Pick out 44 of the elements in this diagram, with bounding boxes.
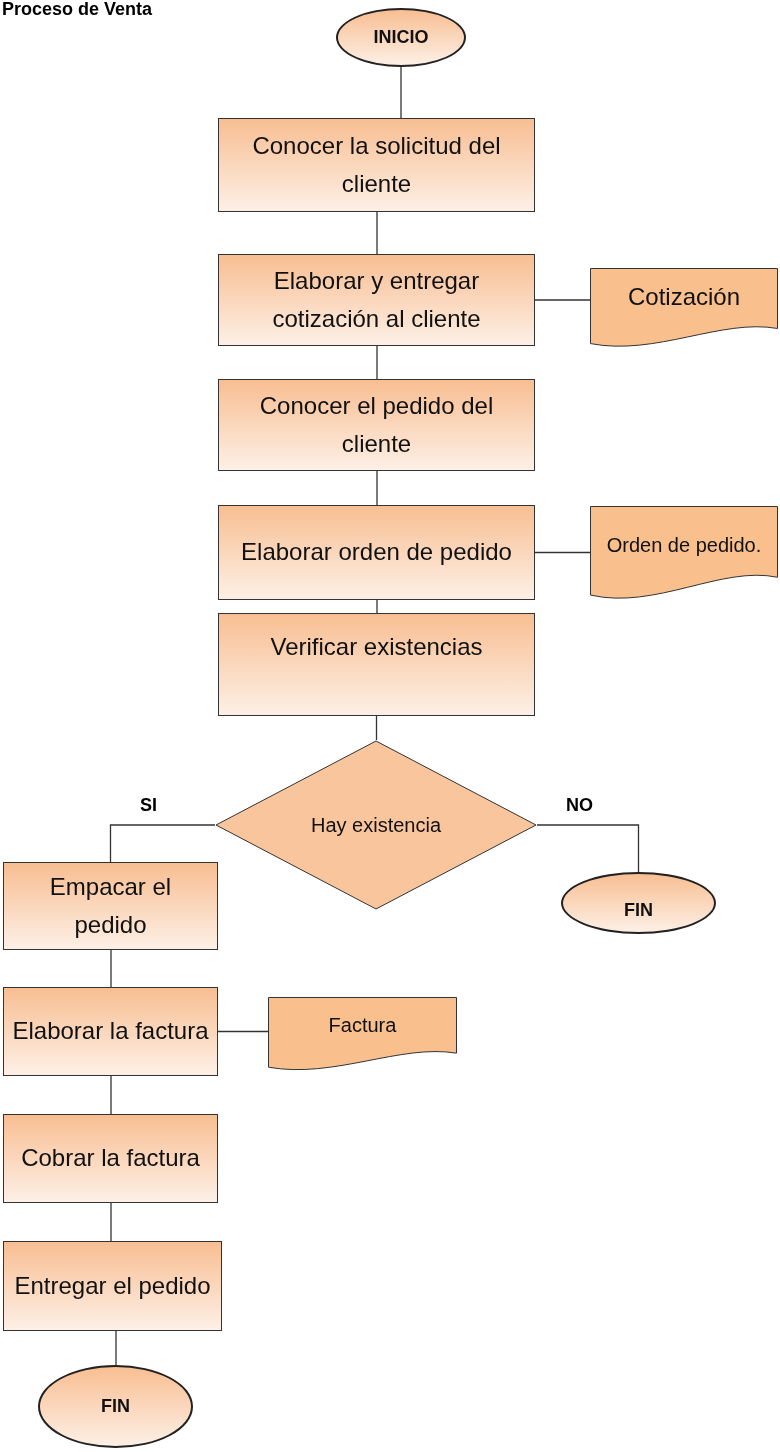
node-label: Verificar existencias bbox=[270, 632, 483, 663]
connector-line bbox=[110, 1202, 112, 1242]
process-box bbox=[218, 118, 535, 212]
connector-line bbox=[376, 470, 378, 506]
connector-line bbox=[400, 66, 402, 119]
connector-line bbox=[110, 1075, 112, 1115]
node-label: FIN bbox=[624, 898, 653, 922]
process-box bbox=[3, 987, 218, 1076]
node-label: Cobrar la factura bbox=[20, 1143, 201, 1174]
connector-line bbox=[109, 824, 216, 863]
process-box bbox=[218, 254, 535, 346]
connector-line bbox=[376, 211, 378, 255]
process-box bbox=[218, 379, 535, 471]
edge-label: NO bbox=[566, 796, 593, 814]
connector-line bbox=[110, 949, 112, 988]
node-label: Conocer la solicitud del cliente bbox=[251, 130, 502, 199]
connector-line bbox=[534, 551, 591, 554]
connector-line bbox=[376, 345, 378, 380]
process-box bbox=[218, 505, 535, 600]
diagram-title: Proceso de Venta bbox=[2, 0, 153, 18]
connector-line bbox=[217, 1030, 269, 1033]
node-label: Elaborar y entregar cotización al cliente bbox=[271, 265, 482, 334]
connector-line bbox=[375, 715, 378, 741]
decision-diamond bbox=[215, 740, 537, 910]
connector-line bbox=[536, 824, 640, 873]
connector-line bbox=[115, 1330, 117, 1366]
node-label: FIN bbox=[101, 1395, 130, 1419]
node-label: Entregar el pedido bbox=[13, 1270, 212, 1301]
edge-label: SI bbox=[140, 796, 157, 814]
node-label: Empacar el pedido bbox=[48, 871, 173, 940]
connector-line bbox=[376, 599, 378, 614]
process-box bbox=[3, 1114, 218, 1203]
node-label: Orden de pedido. bbox=[606, 532, 762, 558]
process-box bbox=[218, 613, 535, 716]
process-box bbox=[3, 1241, 222, 1331]
connector-line bbox=[534, 299, 591, 301]
node-label: Cotización bbox=[627, 281, 741, 312]
node-label: Hay existencia bbox=[309, 813, 443, 838]
node-label: Conocer el pedido del cliente bbox=[258, 390, 495, 459]
node-label: Factura bbox=[328, 1013, 397, 1038]
node-label: Elaborar orden de pedido bbox=[240, 537, 513, 568]
node-label: Elaborar la factura bbox=[11, 1016, 210, 1047]
node-label: INICIO bbox=[373, 26, 429, 50]
process-box bbox=[3, 862, 218, 950]
